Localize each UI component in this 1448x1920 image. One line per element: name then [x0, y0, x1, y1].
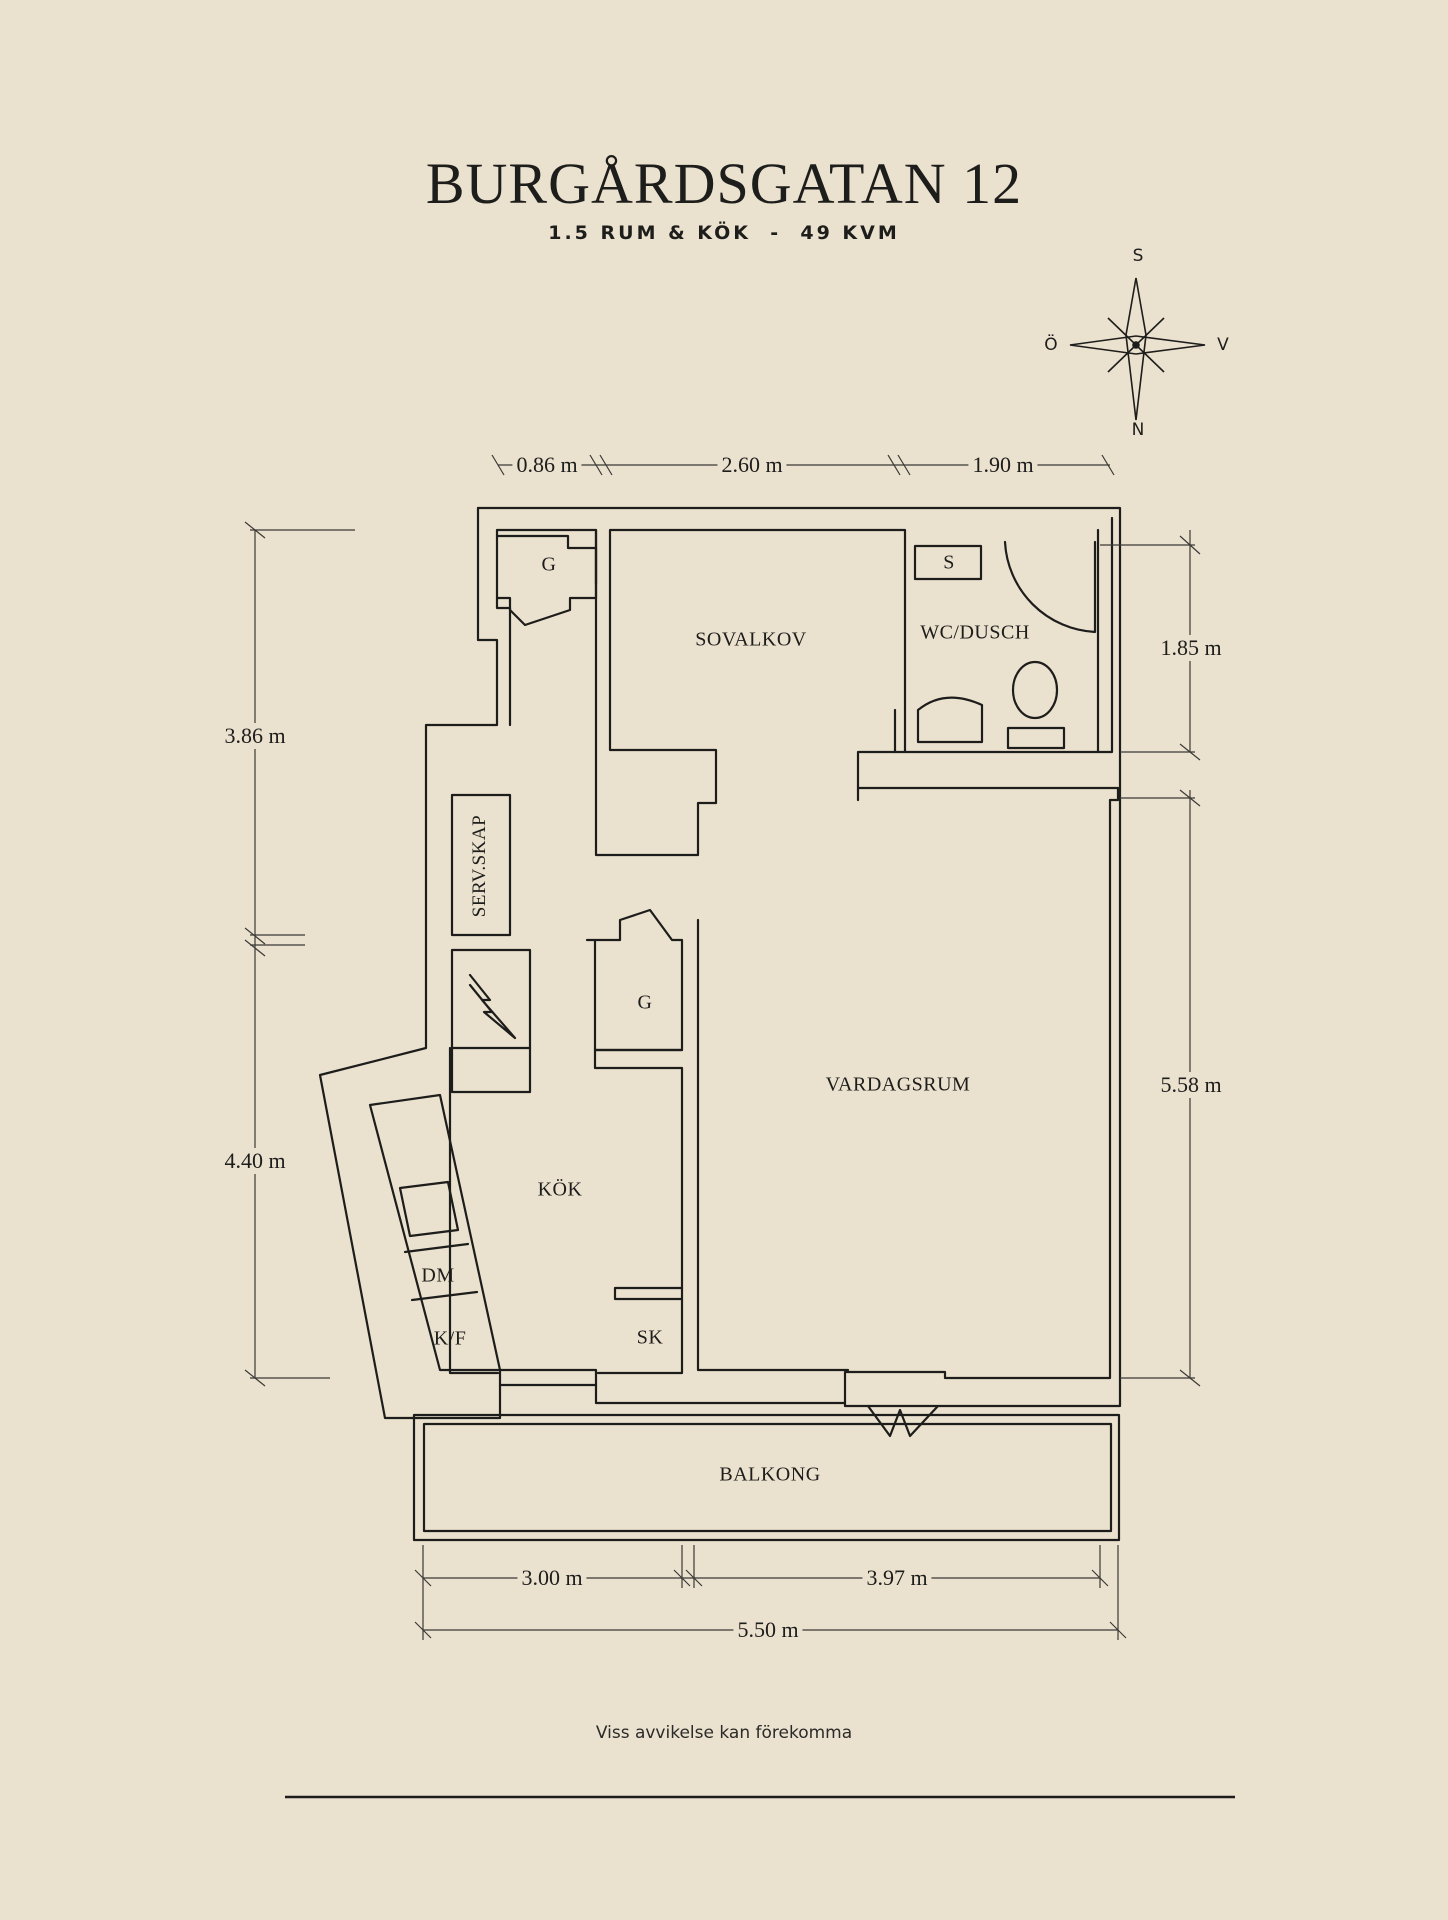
- sink: [916, 696, 984, 744]
- dimension-bottom-right: 3.97 m: [862, 1565, 932, 1591]
- compass-south: S: [1132, 246, 1144, 266]
- room-label-wc: WC/DUSCH: [920, 621, 1030, 644]
- inner-wall-kitchen: [448, 1046, 684, 1375]
- dimension-left-lower: 4.40 m: [220, 1148, 290, 1174]
- service-block: [450, 948, 532, 1094]
- fixture-label-g-top: G: [541, 553, 557, 576]
- serv-skap: [450, 793, 512, 937]
- room-label-balkong: BALKONG: [719, 1463, 821, 1486]
- room-label-vardagsrum: VARDAGSRUM: [825, 1073, 971, 1096]
- dimension-top-right: 1.90 m: [968, 452, 1038, 478]
- stove: [398, 1180, 460, 1238]
- dimension-bottom-total: 5.50 m: [733, 1617, 803, 1643]
- room-label-serv-skap: SERV.SKAP: [469, 814, 490, 918]
- electrical-bolt-icon: [468, 973, 517, 1040]
- toilet-tank: [1006, 726, 1066, 750]
- compass-rose-icon: [1069, 277, 1206, 421]
- fixture-label-s: S: [943, 551, 955, 574]
- dimension-left-upper: 3.86 m: [220, 723, 290, 749]
- fixture-label-g-mid: G: [637, 991, 653, 1014]
- fixture-label-kf: K/F: [433, 1327, 467, 1350]
- closet-g-top: [495, 534, 598, 627]
- outer-wall: [476, 506, 1122, 1408]
- counter-split-1: [403, 1242, 470, 1254]
- dimension-top-left: 0.86 m: [512, 452, 582, 478]
- balcony-door: [866, 1404, 940, 1438]
- inner-wall-living: [696, 786, 860, 1372]
- outer-wall-left: [318, 506, 847, 1420]
- dimension-right-upper: 1.85 m: [1156, 635, 1226, 661]
- inner-wall-sovalkov: [594, 528, 907, 857]
- balcony-wall: [412, 1413, 1121, 1542]
- room-label-sovalkov: SOVALKOV: [695, 628, 807, 651]
- dimension-bottom-left: 3.00 m: [517, 1565, 587, 1591]
- page-title: BURGÅRDSGATAN 12: [425, 151, 1023, 216]
- compass-west: V: [1217, 335, 1229, 355]
- page-subtitle: 1.5 RUM & KÖK - 49 KVM: [548, 222, 900, 244]
- inner-wall-wc: [903, 528, 1100, 754]
- balcony-inner: [422, 1422, 1113, 1533]
- shower-arc: [1003, 540, 1097, 634]
- room-label-kok: KÖK: [537, 1178, 583, 1201]
- counter-split-2: [410, 1290, 479, 1302]
- wc-shelf: [913, 544, 983, 581]
- fixture-label-sk: SK: [636, 1326, 664, 1349]
- dimension-top-mid: 2.60 m: [717, 452, 787, 478]
- fixture-label-dm: DM: [421, 1264, 455, 1287]
- kitchen-counter: [368, 1093, 502, 1372]
- disclaimer-text: Viss avvikelse kan förekomma: [595, 1723, 853, 1743]
- closet-g-mid: [585, 908, 684, 1052]
- dimension-right-lower: 5.58 m: [1156, 1072, 1226, 1098]
- compass-north: N: [1131, 420, 1145, 440]
- compass-east: Ö: [1044, 335, 1058, 355]
- toilet-bowl: [1011, 660, 1059, 720]
